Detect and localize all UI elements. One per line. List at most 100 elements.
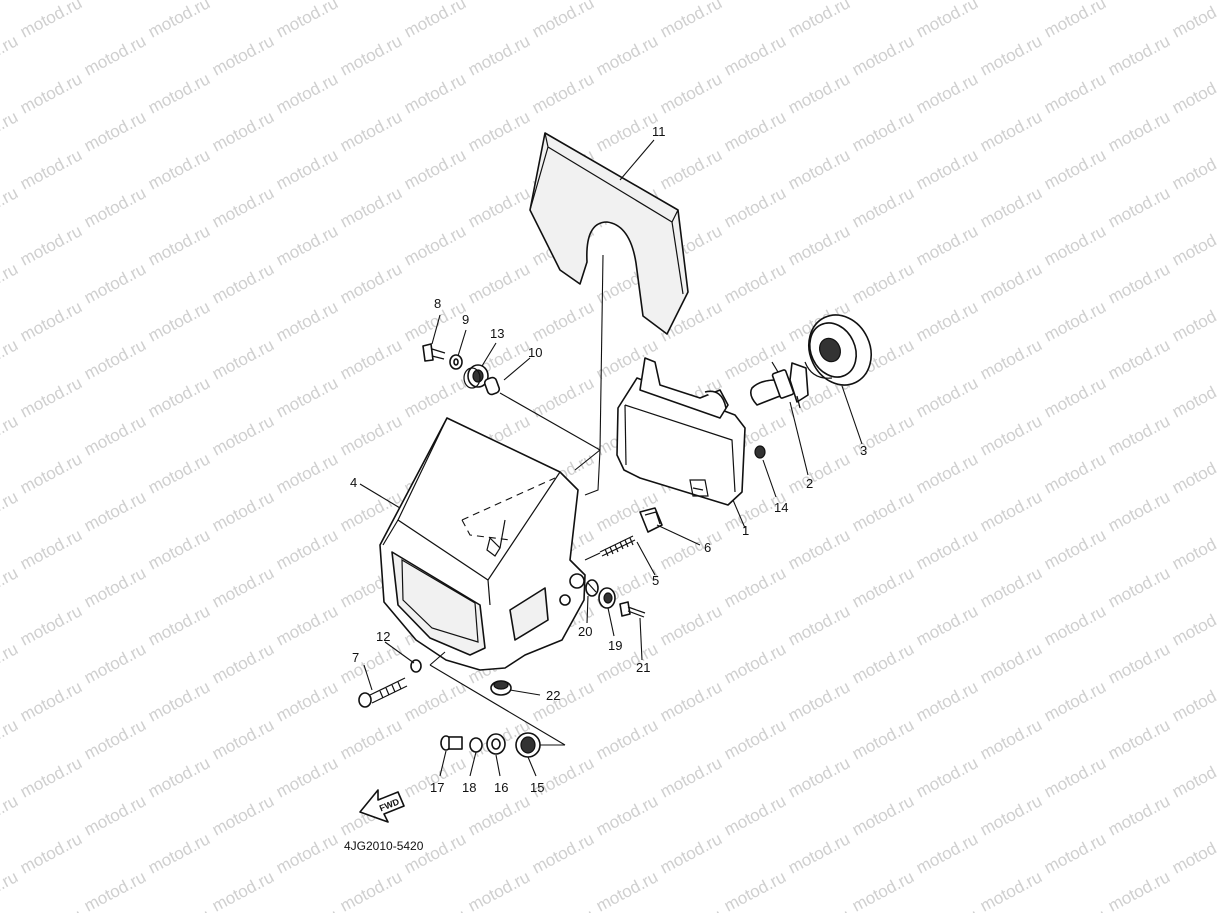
watermark-text: motod.ru (1041, 601, 1109, 649)
callout-20: 20 (578, 624, 592, 639)
callout-15: 15 (530, 780, 544, 795)
watermark-text: motod.ru (1105, 639, 1173, 687)
watermark-text: motod.ru (0, 0, 21, 4)
watermark-text: motod.ru (977, 411, 1045, 459)
watermark-text: motod.ru (913, 297, 981, 345)
watermark-text: motod.ru (977, 335, 1045, 383)
watermark-text: motod.ru (977, 715, 1045, 763)
callout-19: 19 (608, 638, 622, 653)
watermark-text: motod.ru (721, 183, 789, 231)
watermark-text: motod.ru (1169, 145, 1217, 193)
watermark-text: motod.ru (1169, 449, 1217, 497)
part-16-washer (486, 733, 506, 755)
watermark-text: motod.ru (849, 0, 917, 4)
watermark-text: motod.ru (593, 31, 661, 79)
callout-22: 22 (546, 688, 560, 703)
watermark-text: motod.ru (657, 69, 725, 117)
callout-10: 10 (528, 345, 542, 360)
watermark-text: motod.ru (273, 69, 341, 117)
watermark-text: motod.ru (1105, 563, 1173, 611)
watermark-text: motod.ru (465, 791, 533, 839)
watermark-text: motod.ru (1041, 525, 1109, 573)
watermark-text: motod.ru (337, 639, 405, 687)
watermark-text: motod.ru (1169, 69, 1217, 117)
callout-18: 18 (462, 780, 476, 795)
watermark-text: motod.ru (785, 69, 853, 117)
watermark-text: motod.ru (977, 107, 1045, 155)
watermark-text: motod.ru (1169, 221, 1217, 269)
watermark-text: motod.ru (721, 259, 789, 307)
watermark-text: motod.ru (849, 715, 917, 763)
watermark-text: motod.ru (977, 183, 1045, 231)
watermark-text: motod.ru (81, 867, 149, 913)
callout-14: 14 (774, 500, 788, 515)
watermark-text: motod.ru (657, 145, 725, 193)
watermark-text: motod.ru (0, 335, 21, 383)
watermark-text: motod.ru (273, 145, 341, 193)
watermark-text: motod.ru (0, 183, 21, 231)
watermark-text: motod.ru (0, 563, 21, 611)
part-14-nut (754, 445, 766, 459)
watermark-text: motod.ru (593, 867, 661, 913)
watermark-text: motod.ru (273, 829, 341, 877)
watermark-text: motod.ru (145, 297, 213, 345)
watermark-text: motod.ru (145, 601, 213, 649)
watermark-text: motod.ru (0, 107, 21, 155)
part-2-bulb (750, 361, 809, 409)
watermark-text: motod.ru (17, 525, 85, 573)
callout-7: 7 (352, 650, 359, 665)
watermark-text: motod.ru (0, 715, 21, 763)
watermark-text: motod.ru (849, 259, 917, 307)
callout-labels: 11 8 9 13 10 4 6 5 1 14 2 3 12 7 20 19 2… (350, 124, 867, 795)
watermark-text: motod.ru (657, 905, 725, 913)
callout-6: 6 (704, 540, 711, 555)
watermark-text: motod.ru (785, 905, 853, 913)
watermark-text: motod.ru (401, 905, 469, 913)
watermark-text: motod.ru (529, 0, 597, 42)
diagram-code: 4JG2010-5420 (344, 839, 424, 853)
watermark-text: motod.ru (1169, 601, 1217, 649)
watermark-text: motod.ru (81, 563, 149, 611)
watermark-text: motod.ru (81, 715, 149, 763)
watermark-text: motod.ru (0, 639, 21, 687)
watermark-text: motod.ru (209, 0, 277, 4)
watermark-text: motod.ru (209, 335, 277, 383)
watermark-text: motod.ru (209, 183, 277, 231)
part-7-long-bolt (358, 677, 408, 708)
watermark-text: motod.ru (1105, 31, 1173, 79)
watermark-text: motod.ru (593, 0, 661, 4)
watermark-text: motod.ru (401, 677, 469, 725)
callout-1: 1 (742, 523, 749, 538)
watermark-text: motod.ru (0, 487, 21, 535)
watermark-text: motod.ru (849, 867, 917, 913)
watermark-text: motod.ru (81, 791, 149, 839)
watermark-text: motod.ru (1169, 753, 1217, 801)
watermark-text: motod.ru (1105, 487, 1173, 535)
watermark-text: motod.ru (337, 715, 405, 763)
watermark-text: motod.ru (785, 753, 853, 801)
part-11-cover-plate (529, 132, 689, 335)
watermark-text: motod.ru (1169, 525, 1217, 573)
watermark-text: motod.ru (145, 525, 213, 573)
part-13-grommet (463, 364, 489, 389)
watermark-text: motod.ru (145, 449, 213, 497)
watermark-text: motod.ru (977, 563, 1045, 611)
watermark-text: motod.ru (337, 335, 405, 383)
watermark-text: motod.ru (273, 297, 341, 345)
callout-17: 17 (430, 780, 444, 795)
watermark-text: motod.ru (529, 905, 597, 913)
watermark-text: motod.ru (913, 449, 981, 497)
part-4-headlight-cowl (379, 417, 586, 671)
watermark-text: motod.ru (401, 69, 469, 117)
watermark-text: motod.ru (145, 753, 213, 801)
watermark-text: motod.ru (593, 791, 661, 839)
watermark-text: motod.ru (1041, 69, 1109, 117)
watermark-text: motod.ru (913, 525, 981, 573)
watermark-text: motod.ru (529, 297, 597, 345)
watermark-text: motod.ru (209, 791, 277, 839)
watermark-text: motod.ru (0, 259, 21, 307)
watermark-text: motod.ru (17, 905, 85, 913)
watermark-text: motod.ru (0, 411, 21, 459)
watermark-text: motod.ru (849, 183, 917, 231)
